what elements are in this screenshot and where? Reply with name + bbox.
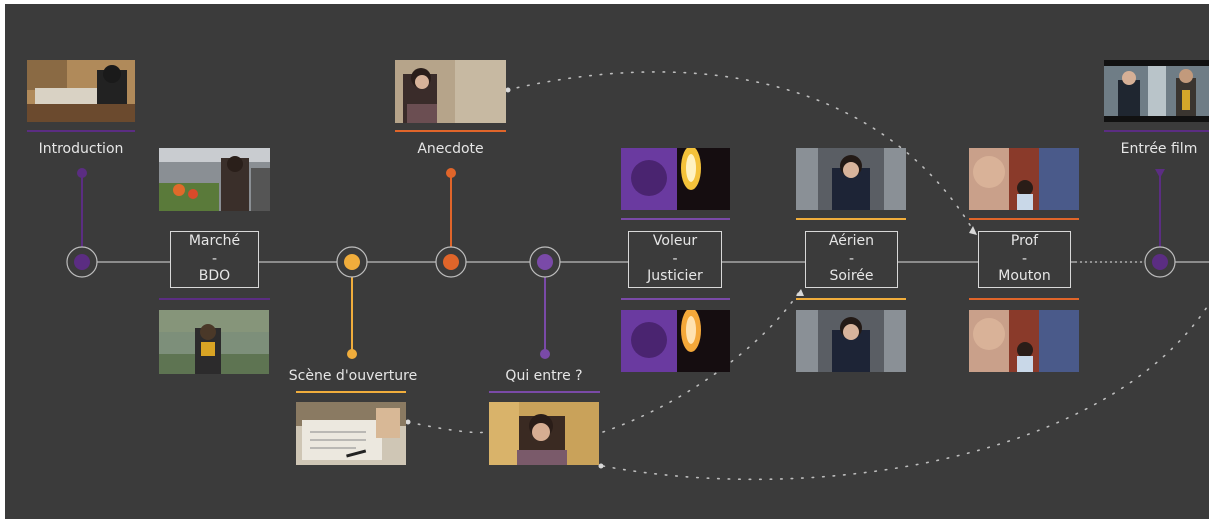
dotted-arc-top bbox=[506, 71, 974, 231]
node-label-qui-entre: Qui entre ? bbox=[505, 368, 583, 384]
timeline-diagram: Introduction Marché - BDO Scène d'ouvert… bbox=[5, 4, 1209, 519]
pair-bottom-label: Justicier bbox=[647, 268, 703, 284]
scene-ouverture-thumbnail[interactable] bbox=[296, 402, 406, 465]
pair-sep: - bbox=[672, 250, 678, 267]
introduction-thumbnail[interactable] bbox=[27, 60, 135, 122]
pair-top-label: Prof bbox=[1010, 233, 1039, 249]
circle-node-icon[interactable] bbox=[66, 246, 98, 278]
aerien-thumbnail[interactable] bbox=[796, 148, 906, 210]
bdo-thumbnail[interactable] bbox=[159, 310, 269, 374]
pair-bottom-label: Soirée bbox=[829, 268, 874, 284]
pair-top-label: Marché bbox=[188, 233, 241, 249]
voleur-thumbnail[interactable] bbox=[621, 148, 730, 210]
mouton-thumbnail[interactable] bbox=[969, 310, 1079, 372]
pair-top-label: Aérien bbox=[828, 233, 875, 249]
pair-sep: - bbox=[848, 250, 855, 267]
arrow-head-icon bbox=[969, 226, 977, 235]
entree-film-thumbnail[interactable] bbox=[1104, 60, 1209, 122]
pair-box-prof-mouton[interactable]: Prof - Mouton bbox=[978, 231, 1071, 288]
circle-node-icon[interactable] bbox=[1144, 246, 1176, 278]
pair-box-voleur-justicier[interactable]: Voleur - Justicier bbox=[628, 231, 722, 288]
dotted-arc-mid bbox=[602, 291, 800, 433]
prof-thumbnail[interactable] bbox=[969, 148, 1079, 210]
marche-thumbnail[interactable] bbox=[159, 148, 270, 211]
pair-bottom-label: BDO bbox=[198, 268, 231, 284]
circle-node-icon[interactable] bbox=[529, 246, 561, 278]
node-label-anecdote: Anecdote bbox=[417, 141, 484, 157]
justicier-thumbnail[interactable] bbox=[621, 310, 730, 372]
pair-sep: - bbox=[1021, 250, 1028, 267]
pair-box-marche-bdo[interactable]: Marché - BDO bbox=[170, 231, 259, 288]
anecdote-thumbnail[interactable] bbox=[395, 60, 506, 123]
circle-node-icon[interactable] bbox=[435, 246, 467, 278]
timeline-links bbox=[66, 71, 1209, 481]
pair-sep: - bbox=[211, 250, 218, 267]
node-label-entree-film: Entrée film bbox=[1120, 141, 1198, 157]
arrow-head-icon bbox=[796, 289, 804, 296]
pair-top-label: Voleur bbox=[652, 233, 698, 249]
circle-node-icon[interactable] bbox=[336, 246, 368, 278]
soiree-thumbnail[interactable] bbox=[796, 310, 906, 372]
node-label-introduction: Introduction bbox=[38, 141, 124, 157]
dotted-arc-scene bbox=[407, 421, 488, 434]
qui-entre-thumbnail[interactable] bbox=[489, 402, 599, 465]
pair-box-aerien-soiree[interactable]: Aérien - Soirée bbox=[805, 231, 898, 288]
pair-bottom-label: Mouton bbox=[998, 268, 1051, 284]
node-label-scene-ouverture: Scène d'ouverture bbox=[288, 368, 418, 384]
